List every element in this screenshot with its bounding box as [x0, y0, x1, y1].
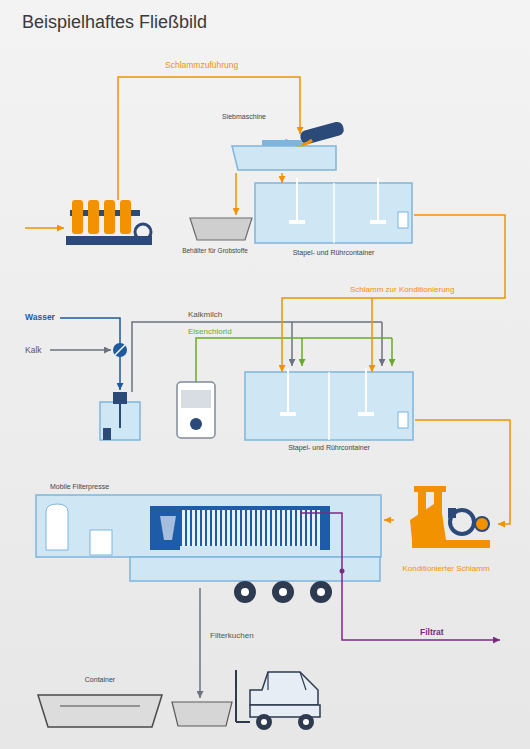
diagram-title: Beispielhaftes Fließbild	[22, 12, 207, 34]
flow-label: Wasser	[25, 312, 55, 322]
flow-line-path	[235, 173, 237, 215]
flow-line-path	[281, 173, 283, 183]
node-label: Stapel- und Rührcontainer	[243, 444, 415, 452]
flow-line-branch	[371, 298, 373, 372]
flow-line	[384, 520, 394, 521]
node-label: Behälter für Grobstoffe	[174, 247, 256, 255]
flow-line	[236, 173, 237, 215]
flow-label: Kalkmilch	[188, 310, 222, 320]
screening-machine: Siebmaschine	[220, 113, 348, 173]
flow-line	[282, 173, 283, 183]
node-label: Stapel- und Rührcontainer	[253, 249, 414, 257]
container: Container	[33, 676, 167, 728]
flow-label: Schlammzuführung	[165, 60, 238, 70]
edge-label: Schlamm zur Konditionierung	[350, 285, 455, 295]
node-label: Siebmaschine	[222, 113, 266, 121]
node-label: Container	[33, 676, 167, 684]
flow-line-path	[415, 420, 510, 524]
flow-label: Kalk	[25, 345, 42, 355]
filter-press: Mobile Filterpresse	[32, 483, 384, 583]
flow-line-path	[282, 215, 505, 372]
sludge-pump: Konditionierter Schlamm	[394, 478, 498, 574]
flow-label: Eisenchlorid	[188, 327, 232, 337]
flow-label: Filterkuchen	[210, 631, 254, 641]
coarse-material-trough: Behälter für Grobstoffe	[174, 215, 256, 255]
storage-container: Stapel- und Rührcontainer	[243, 372, 415, 452]
node-label: Konditionierter Schlamm	[394, 564, 498, 574]
flow-line	[415, 420, 510, 524]
node-label: Mobile Filterpresse	[50, 483, 109, 491]
flow-line	[282, 215, 505, 372]
storage-container: Stapel- und Rührcontainer	[253, 183, 414, 257]
flow-label: Filtrat	[420, 627, 444, 637]
flow-line-path	[384, 519, 394, 521]
